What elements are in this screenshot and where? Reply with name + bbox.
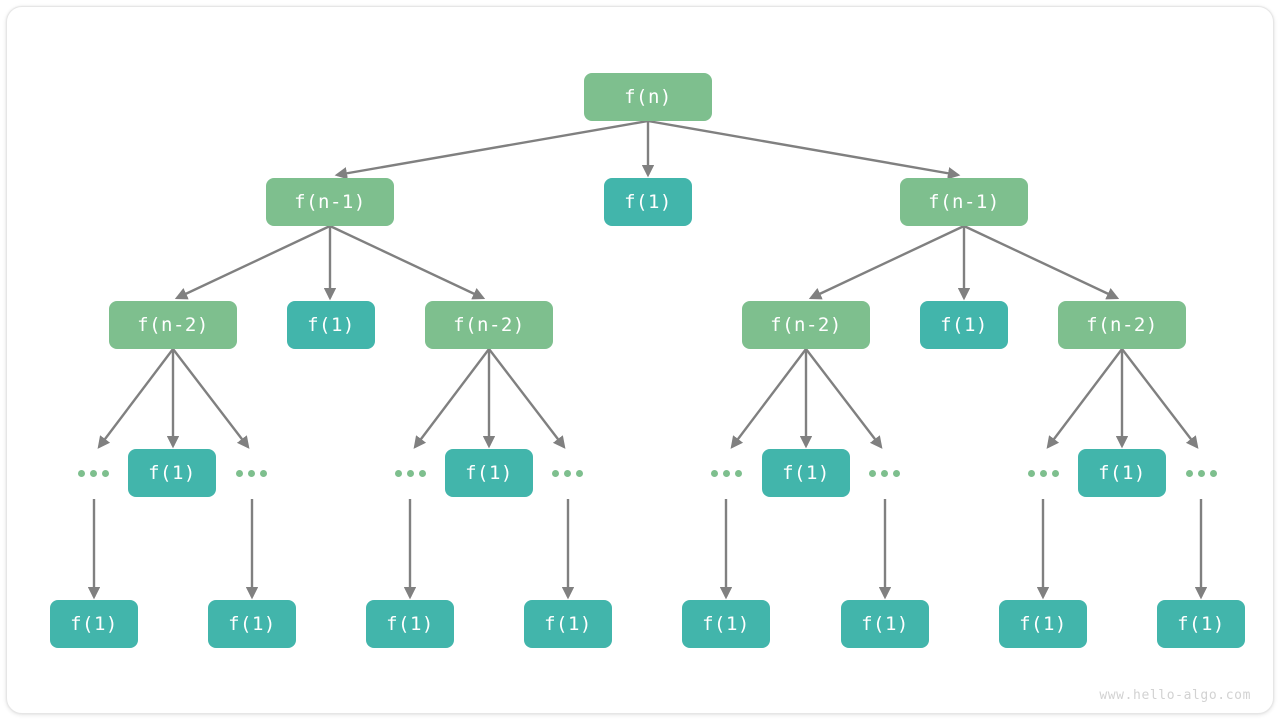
ellipsis-dot [1198,469,1205,477]
ellipsis-dot [711,469,718,477]
tree-node-label: f(1) [70,613,118,635]
ellipsis-e-7 [1183,464,1220,482]
tree-node-label: f(1) [1019,613,1067,635]
tree-edge [808,224,965,300]
tree-edge [1046,348,1123,449]
tree-edge [488,348,566,449]
tree-node-l3-4[interactable]: f(1) [920,301,1008,349]
tree-node-label: f(n-2) [1086,314,1158,336]
ellipsis-dot [1052,469,1059,477]
tree-node-label: f(1) [1098,462,1146,484]
diagram-frame: f(n) f(n-1) f(1) f(n-1) f(n-2) f(1) f(n-2) f(n-… [6,6,1274,714]
tree-edge [963,224,1120,300]
ellipsis-dot [90,469,97,477]
tree-node-label: f(1) [702,613,750,635]
tree-edge [730,348,807,449]
ellipsis-dot [1040,469,1047,477]
ellipsis-dot [248,469,255,477]
tree-node-label: f(n-2) [770,314,842,336]
ellipsis-dot [236,469,243,477]
tree-node-label: f(n) [624,86,672,108]
tree-node-label: f(n-1) [928,191,1000,213]
tree-edge [174,224,331,300]
ellipsis-dot [1210,469,1217,477]
tree-node-l5-5[interactable]: f(1) [841,600,929,648]
ellipsis-dot [723,469,730,477]
tree-node-label: f(1) [544,613,592,635]
tree-edge [1121,348,1199,449]
tree-edge [97,348,174,449]
tree-edge [172,348,250,449]
recursion-tree-canvas: f(n) f(n-1) f(1) f(n-1) f(n-2) f(1) f(n-2) f(n-… [7,7,1273,713]
tree-node-l4-2[interactable]: f(1) [762,449,850,497]
ellipsis-dot [78,469,85,477]
tree-node-l3-5[interactable]: f(n-2) [1058,301,1186,349]
tree-node-label: f(n-2) [453,314,525,336]
tree-node-label: f(1) [465,462,513,484]
ellipsis-dot [869,469,876,477]
tree-node-label: f(1) [307,314,355,336]
ellipsis-e-0 [75,464,112,482]
ellipsis-e-1 [233,464,270,482]
tree-node-label: f(1) [624,191,672,213]
ellipsis-dot [260,469,267,477]
ellipsis-e-5 [866,464,903,482]
watermark: www.hello-algo.com [1099,688,1251,703]
ellipsis-dot [102,469,109,477]
ellipsis-dot [893,469,900,477]
tree-node-l5-3[interactable]: f(1) [524,600,612,648]
tree-node-l3-0[interactable]: f(n-2) [109,301,237,349]
ellipsis-dot [395,469,402,477]
tree-node-l5-7[interactable]: f(1) [1157,600,1245,648]
tree-node-l4-3[interactable]: f(1) [1078,449,1166,497]
ellipsis-dot [1186,469,1193,477]
ellipsis-dot [564,469,571,477]
tree-edge [805,348,883,449]
tree-edge [334,119,649,180]
tree-node-label: f(1) [386,613,434,635]
tree-node-label: f(1) [940,314,988,336]
tree-node-l5-4[interactable]: f(1) [682,600,770,648]
tree-node-label: f(1) [861,613,909,635]
tree-node-label: f(n-1) [294,191,366,213]
tree-node-l5-1[interactable]: f(1) [208,600,296,648]
tree-node-label: f(1) [782,462,830,484]
ellipsis-dot [1028,469,1035,477]
ellipsis-dot [407,469,414,477]
ellipsis-dot [419,469,426,477]
tree-node-l4-0[interactable]: f(1) [128,449,216,497]
ellipsis-e-4 [708,464,745,482]
tree-node-l1-0[interactable]: f(n) [584,73,712,121]
tree-node-label: f(1) [148,462,196,484]
tree-node-label: f(1) [228,613,276,635]
tree-node-l2-1[interactable]: f(1) [604,178,692,226]
ellipsis-dot [552,469,559,477]
ellipsis-e-6 [1025,464,1062,482]
ellipsis-dot [576,469,583,477]
tree-node-label: f(1) [1177,613,1225,635]
ellipsis-e-3 [549,464,586,482]
ellipsis-dot [735,469,742,477]
tree-edge [329,224,486,300]
tree-node-l4-1[interactable]: f(1) [445,449,533,497]
tree-edge [647,119,961,180]
tree-node-l2-2[interactable]: f(n-1) [900,178,1028,226]
ellipsis-e-2 [392,464,429,482]
tree-node-l3-3[interactable]: f(n-2) [742,301,870,349]
tree-node-label: f(n-2) [137,314,209,336]
tree-node-l3-2[interactable]: f(n-2) [425,301,553,349]
tree-node-l5-6[interactable]: f(1) [999,600,1087,648]
tree-node-l5-2[interactable]: f(1) [366,600,454,648]
tree-node-l2-0[interactable]: f(n-1) [266,178,394,226]
ellipsis-dot [881,469,888,477]
tree-edge [413,348,490,449]
tree-node-l5-0[interactable]: f(1) [50,600,138,648]
tree-node-l3-1[interactable]: f(1) [287,301,375,349]
